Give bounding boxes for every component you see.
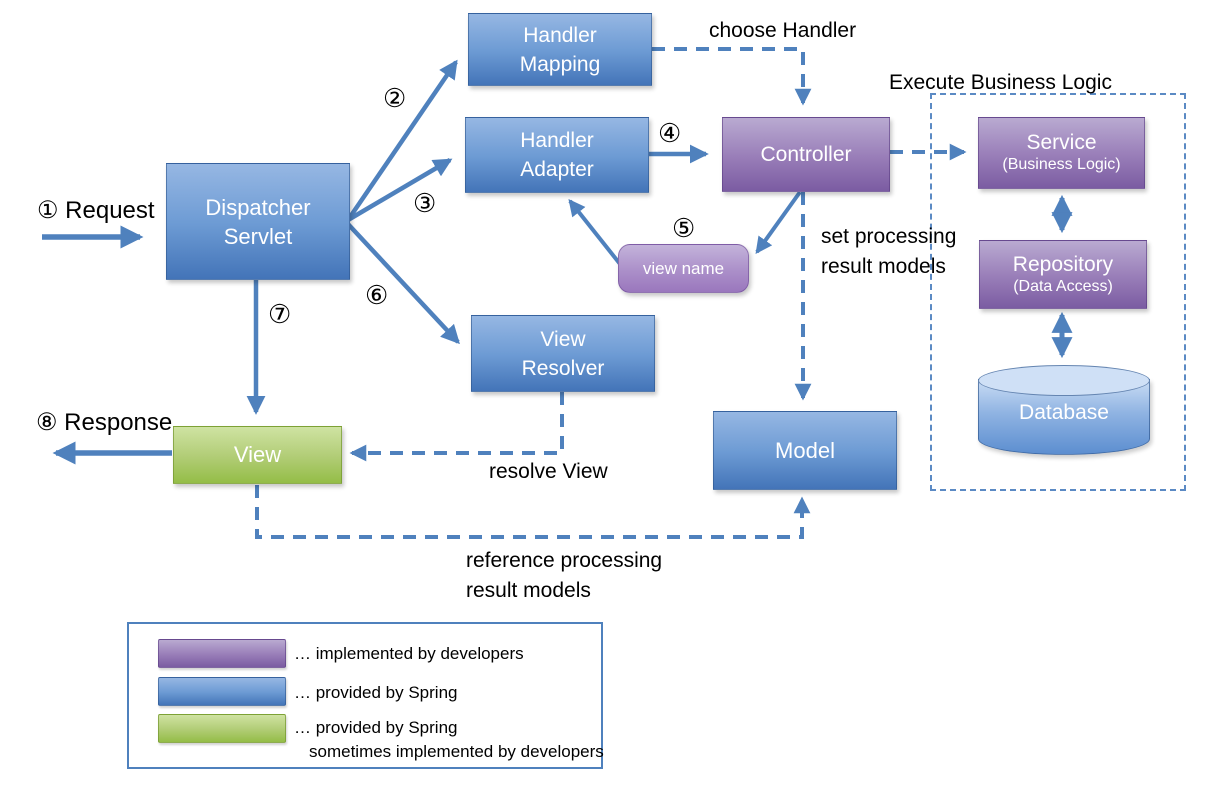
legend-label-purple: … implemented by developers (294, 644, 524, 663)
node-repository: Repository (Data Access) (979, 240, 1147, 309)
step-3-badge: ③ (413, 188, 437, 218)
service-label: Service (1026, 131, 1097, 154)
response-label: ⑧ Response (36, 409, 173, 436)
node-dispatcher-servlet: Dispatcher Servlet (166, 163, 350, 280)
legend-label-green-line1: … provided by Spring (294, 718, 458, 737)
reference-models-label: reference processing result models (466, 549, 663, 602)
service-sublabel: (Business Logic) (1002, 156, 1121, 173)
arrow-ds-to-handler-adapter (346, 158, 453, 222)
node-controller: Controller (722, 117, 890, 192)
node-view-resolver: View Resolver (471, 315, 655, 392)
model-label: Model (775, 437, 835, 463)
arrow-view-name-to-handler-adapter (568, 199, 622, 266)
arrow-ds-to-handler-mapping (346, 59, 458, 222)
node-view: View (173, 426, 342, 484)
request-label: ① Request (37, 197, 155, 224)
handler-adapter-label: Handler (520, 129, 594, 152)
arrow-ds-to-view-resolver (346, 222, 460, 345)
execute-business-logic-label: Execute Business Logic (889, 71, 1112, 94)
choose-handler-label: choose Handler (709, 19, 857, 42)
view-resolver-label: View (540, 327, 586, 351)
repository-sublabel: (Data Access) (1013, 277, 1113, 295)
node-view-name: view name (618, 244, 749, 293)
legend-swatch-blue (158, 677, 286, 706)
legend-label-blue: … provided by Spring (294, 683, 458, 702)
view-name-label: view name (642, 258, 725, 278)
resolve-view-label: resolve View (489, 460, 608, 483)
execute-business-logic-region (930, 93, 1186, 491)
database-label: Database (1019, 401, 1109, 424)
step-6-badge: ⑥ (365, 280, 389, 310)
step-7-badge: ⑦ (268, 299, 292, 329)
node-model: Model (713, 411, 897, 490)
database-cylinder-top (978, 365, 1150, 396)
node-handler-mapping: Handler Mapping (468, 13, 652, 86)
view-label: View (233, 442, 282, 467)
dispatcher-servlet-label: Dispatcher (205, 194, 311, 220)
arrow-handler-mapping-to-controller (652, 47, 812, 106)
set-processing-label: set processing result models (821, 225, 957, 278)
step-4-badge: ④ (658, 118, 682, 148)
handler-mapping-label: Handler (523, 23, 597, 47)
step-5-badge: ⑤ (672, 213, 696, 243)
arrow-view-to-model-reference (255, 485, 811, 539)
arrow-view-resolver-to-view (349, 392, 564, 462)
repository-label: Repository (1012, 252, 1114, 276)
arrow-controller-to-view-name (755, 190, 802, 255)
controller-label: Controller (760, 142, 852, 166)
legend-swatch-green (158, 714, 286, 743)
node-service: Service (Business Logic) (978, 117, 1145, 189)
legend-swatch-purple (158, 639, 286, 668)
node-handler-adapter: Handler Adapter (465, 117, 649, 193)
legend: … implemented by developers … provided b… (127, 622, 604, 769)
node-database: Database (978, 365, 1150, 455)
legend-label-green-line2: sometimes implemented by developers (309, 742, 604, 761)
step-2-badge: ② (383, 83, 407, 113)
